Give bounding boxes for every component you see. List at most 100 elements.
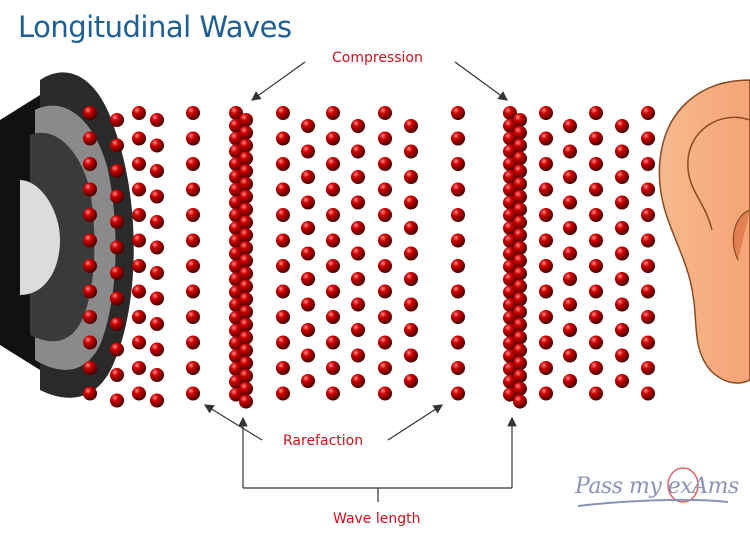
air-particle (326, 284, 340, 299)
air-particle (239, 113, 253, 127)
air-particle (451, 361, 465, 375)
air-particle (110, 240, 124, 255)
air-particle (110, 342, 124, 357)
air-particle (404, 348, 418, 363)
air-particle (132, 284, 146, 299)
air-particle (615, 246, 629, 261)
air-particle (132, 259, 146, 273)
air-particle (186, 233, 200, 248)
rarefaction-label: Rarefaction (283, 433, 364, 449)
air-particle (83, 361, 97, 375)
speaker-icon (0, 72, 134, 398)
air-particle (513, 253, 527, 268)
air-particle (351, 323, 365, 337)
air-particle (351, 272, 365, 286)
air-particle (589, 259, 603, 273)
air-particle (589, 233, 603, 248)
air-particle (83, 335, 97, 350)
air-particle (451, 182, 465, 197)
air-particle (404, 297, 418, 312)
air-particle (239, 215, 253, 230)
air-particle (110, 138, 124, 153)
air-particle (132, 361, 146, 375)
air-particle (186, 208, 200, 222)
air-particle (641, 259, 655, 273)
air-particle (615, 119, 629, 133)
air-particle (132, 208, 146, 222)
air-particle (239, 151, 253, 166)
air-particle (132, 106, 146, 120)
air-particle (451, 131, 465, 146)
air-particle (83, 233, 97, 248)
air-particle (451, 284, 465, 299)
air-particle (615, 272, 629, 286)
air-particle (589, 310, 603, 324)
air-particle (563, 170, 577, 184)
air-particle (110, 266, 124, 280)
air-particle (404, 323, 418, 337)
air-particle (150, 342, 164, 357)
air-particle (513, 228, 527, 243)
air-particle (326, 233, 340, 248)
air-particle (641, 233, 655, 248)
air-particle (276, 131, 290, 146)
air-particle (513, 356, 527, 371)
air-particle (326, 259, 340, 273)
air-particle (301, 195, 315, 210)
air-particle (276, 106, 290, 120)
air-particle (539, 157, 553, 171)
air-particle (276, 335, 290, 350)
air-particle (150, 113, 164, 127)
air-particle (83, 310, 97, 324)
air-particle (239, 317, 253, 332)
air-particle (301, 170, 315, 184)
air-particle (239, 241, 253, 255)
air-particle (378, 361, 392, 375)
air-particle (110, 113, 124, 127)
air-particle (539, 208, 553, 222)
air-particle (513, 189, 527, 204)
air-particle (186, 335, 200, 350)
air-particle (110, 189, 124, 204)
air-particle (563, 246, 577, 261)
air-particle (110, 393, 124, 408)
air-particle (239, 356, 253, 371)
air-particle (589, 131, 603, 146)
air-particle (239, 369, 253, 383)
air-particle (513, 317, 527, 332)
air-particle (239, 189, 253, 204)
air-particle (641, 335, 655, 350)
air-particle (301, 144, 315, 159)
air-particle (110, 291, 124, 306)
air-particle (276, 284, 290, 299)
air-particle (150, 368, 164, 382)
air-particle (239, 138, 253, 153)
air-particle (378, 310, 392, 324)
air-particle (351, 221, 365, 235)
air-particle (641, 386, 655, 401)
air-particle (301, 221, 315, 235)
air-particle (451, 106, 465, 120)
air-particle (239, 381, 253, 396)
air-particle (351, 348, 365, 363)
air-particle (615, 144, 629, 159)
air-particle (239, 279, 253, 294)
air-particle (513, 151, 527, 166)
air-particle (513, 292, 527, 307)
air-particle (326, 131, 340, 146)
air-particle (513, 394, 527, 409)
air-particle (563, 195, 577, 210)
air-particle (276, 386, 290, 401)
air-particle (539, 361, 553, 375)
air-particle (150, 189, 164, 204)
air-particle (539, 131, 553, 146)
air-particle (404, 221, 418, 235)
air-particle (239, 266, 253, 281)
air-particle (513, 215, 527, 230)
air-particle (589, 157, 603, 171)
air-particle (539, 386, 553, 401)
air-particle (563, 144, 577, 159)
air-particle (326, 386, 340, 401)
air-particle (539, 284, 553, 299)
